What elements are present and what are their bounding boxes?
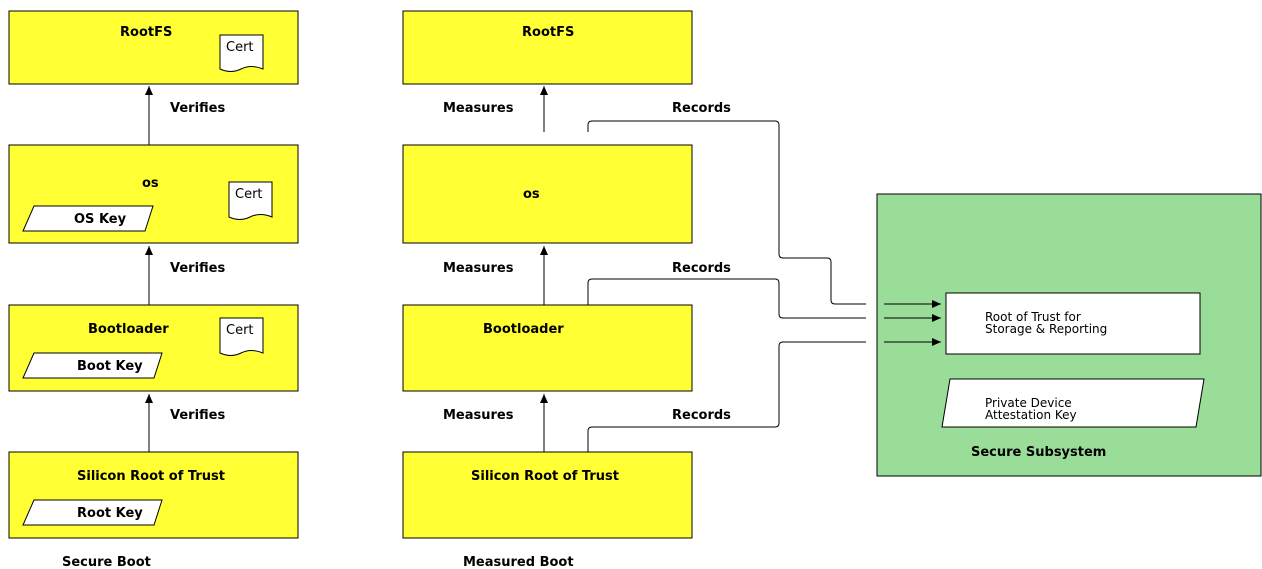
- sb-os-box: os Cert OS Key: [8, 144, 299, 244]
- mb-measures-label-1: Measures: [443, 101, 514, 116]
- sb-bootloader-cert-icon: [219, 317, 264, 356]
- mb-os-box: os: [402, 144, 693, 244]
- attestation-key-line1: Private Device: [985, 396, 1072, 410]
- sb-os-key-label: OS Key: [74, 212, 127, 227]
- sb-boot-key-shape: [22, 352, 163, 379]
- mb-records-label-3: Records: [672, 408, 731, 423]
- sb-os-cert-label: Cert: [235, 187, 263, 202]
- mb-measures-label-3: Measures: [443, 408, 514, 423]
- sb-verifies-label-2: Verifies: [170, 261, 225, 276]
- mb-bootloader-title: Bootloader: [483, 322, 564, 337]
- sb-verifies-label-3: Verifies: [170, 408, 225, 423]
- measured-boot-column: RootFS os Bootloader Silicon Root of Tru…: [402, 10, 866, 569]
- mb-measures-label-2: Measures: [443, 261, 514, 276]
- sb-os-cert-icon: [228, 181, 273, 220]
- attestation-key-line2: Attestation Key: [985, 408, 1077, 422]
- attestation-key-shape: [941, 378, 1205, 428]
- secure-boot-column: RootFS Cert os Cert OS Key Bootloader Ce…: [8, 10, 299, 569]
- sb-root-key-label: Root Key: [77, 506, 143, 521]
- sb-silicon-box: Silicon Root of Trust Root Key: [8, 451, 299, 539]
- sb-rootfs-box: RootFS Cert: [8, 10, 299, 85]
- mb-os-title: os: [523, 187, 540, 202]
- sb-verifies-label-1: Verifies: [170, 101, 225, 116]
- secure-subsystem-caption: Secure Subsystem: [971, 445, 1106, 460]
- sb-boot-key-label: Boot Key: [77, 359, 143, 374]
- sb-root-key-shape: [22, 499, 163, 526]
- sb-bootloader-cert-label: Cert: [226, 323, 254, 338]
- mb-record-line-silicon: [587, 341, 866, 452]
- mb-rootfs-box: RootFS: [402, 10, 693, 85]
- sb-rootfs-cert-icon: [219, 34, 264, 72]
- rts-box: Root of Trust for Storage & Reporting: [945, 292, 1201, 355]
- sb-rootfs-cert-label: Cert: [226, 40, 254, 55]
- mb-record-line-boot: [587, 278, 866, 319]
- mb-records-label-1: Records: [672, 101, 731, 116]
- sb-os-title: os: [142, 176, 159, 191]
- attestation-key: Private Device Attestation Key: [941, 378, 1205, 428]
- mb-silicon-box: Silicon Root of Trust: [402, 451, 693, 539]
- sb-bootloader-title: Bootloader: [88, 322, 169, 337]
- secure-subsystem: Root of Trust for Storage & Reporting Pr…: [876, 193, 1262, 477]
- sb-bootloader-box: Bootloader Cert Boot Key: [8, 304, 299, 392]
- mb-record-line-os: [587, 120, 866, 305]
- sb-os-key-shape: [22, 205, 154, 232]
- sb-silicon-title: Silicon Root of Trust: [77, 469, 225, 484]
- mb-records-label-2: Records: [672, 261, 731, 276]
- sb-caption: Secure Boot: [62, 555, 151, 569]
- rts-label-line2: Storage & Reporting: [985, 322, 1107, 336]
- mb-rootfs-title: RootFS: [522, 25, 574, 40]
- sb-rootfs-title: RootFS: [120, 25, 172, 40]
- mb-caption: Measured Boot: [463, 555, 574, 569]
- mb-silicon-title: Silicon Root of Trust: [471, 469, 619, 484]
- mb-bootloader-box: Bootloader: [402, 304, 693, 392]
- rts-label-line1: Root of Trust for: [985, 310, 1081, 324]
